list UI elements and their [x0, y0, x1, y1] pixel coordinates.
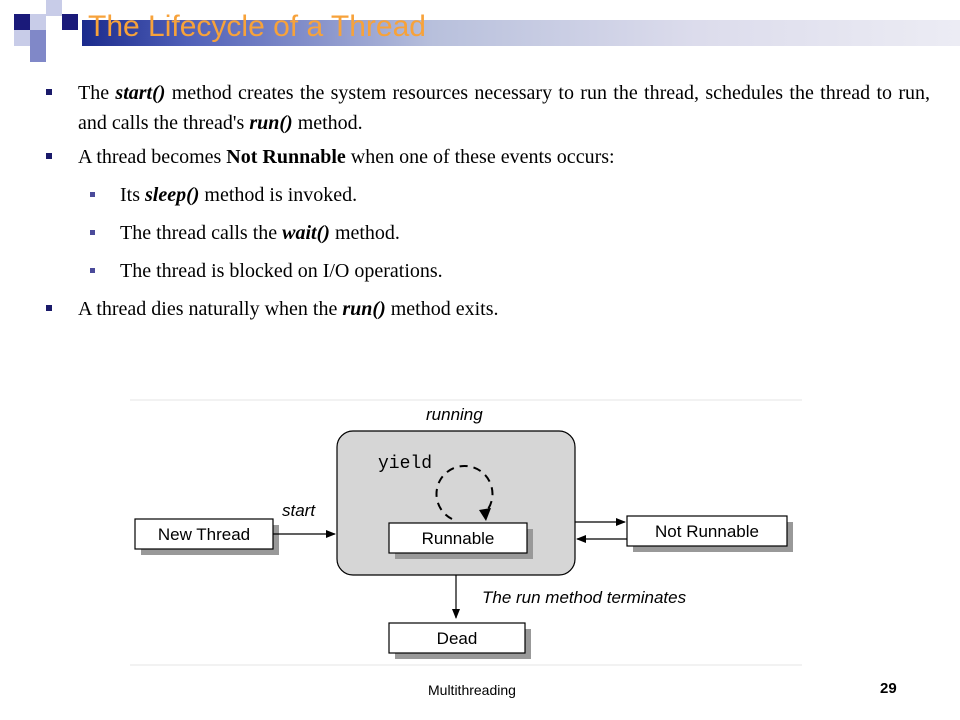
new-thread-state	[134, 518, 274, 550]
term-not-runnable: Not Runnable	[226, 146, 346, 168]
sub-bullet-marker-icon	[90, 268, 95, 273]
title-bar	[82, 20, 960, 46]
header-decoration-square	[30, 30, 46, 46]
bullet-text: The	[78, 82, 116, 104]
code-wait: wait()	[282, 222, 330, 244]
running-label: running	[426, 405, 483, 424]
bullet-marker-icon	[46, 89, 52, 95]
bullet-text: The thread is blocked on I/O operations.	[120, 260, 443, 282]
header-decoration-square	[30, 14, 46, 30]
bullet-not-runnable: A thread becomes Not Runnable when one o…	[40, 142, 930, 172]
bullet-text: Its	[120, 184, 145, 206]
code-run: run()	[249, 112, 293, 134]
thread-lifecycle-diagram: running yield Runnable New Thread start …	[130, 398, 802, 666]
yield-arrowhead	[479, 508, 491, 521]
runnable-state	[388, 522, 528, 554]
header-decoration-square	[14, 30, 30, 46]
sub-bullet-marker-icon	[90, 192, 95, 197]
yield-label: yield	[378, 454, 432, 474]
footer-label: Multithreading	[428, 682, 516, 698]
header-decoration-square	[30, 46, 46, 62]
bullet-text: The thread calls the	[120, 222, 283, 244]
header-decoration-square	[62, 14, 78, 30]
page-number: 29	[880, 680, 897, 697]
bullet-list: The start() method creates the system re…	[40, 78, 930, 324]
yield-loop-arrow	[435, 464, 494, 520]
bullet-thread-dies: A thread dies naturally when the run() m…	[40, 294, 930, 324]
bullet-start-method: The start() method creates the system re…	[40, 78, 930, 138]
dead-state	[388, 622, 526, 654]
header-decoration-square	[46, 0, 62, 16]
sub-bullet-marker-icon	[90, 230, 95, 235]
not-runnable-state	[626, 515, 788, 547]
sub-bullet-sleep: Its sleep() method is invoked.	[40, 180, 930, 210]
bullet-text: method.	[329, 222, 400, 244]
terminates-label: The run method terminates	[482, 588, 687, 607]
bullet-text: A thread dies naturally when the	[78, 298, 343, 320]
header-decoration-square	[14, 14, 30, 30]
bullet-text: method exits.	[385, 298, 499, 320]
dead-label: Dead	[437, 629, 478, 648]
bullet-text: when one of these events occurs:	[345, 146, 615, 168]
bullet-text: A thread becomes	[78, 146, 227, 168]
runnable-label: Runnable	[422, 529, 495, 548]
slide-title: The Lifecycle of a Thread	[88, 10, 426, 43]
code-run: run()	[342, 298, 386, 320]
bullet-text: method.	[292, 112, 363, 134]
bullet-text: method creates the system resources nece…	[78, 82, 930, 134]
start-label: start	[282, 501, 316, 520]
sub-bullet-io: The thread is blocked on I/O operations.	[40, 256, 930, 286]
code-start: start()	[115, 82, 166, 104]
bullet-marker-icon	[46, 153, 52, 159]
bullet-marker-icon	[46, 305, 52, 311]
sub-bullet-wait: The thread calls the wait() method.	[40, 218, 930, 248]
new-thread-label: New Thread	[158, 525, 250, 544]
code-sleep: sleep()	[145, 184, 200, 206]
not-runnable-label: Not Runnable	[655, 522, 759, 541]
bullet-text: method is invoked.	[199, 184, 358, 206]
